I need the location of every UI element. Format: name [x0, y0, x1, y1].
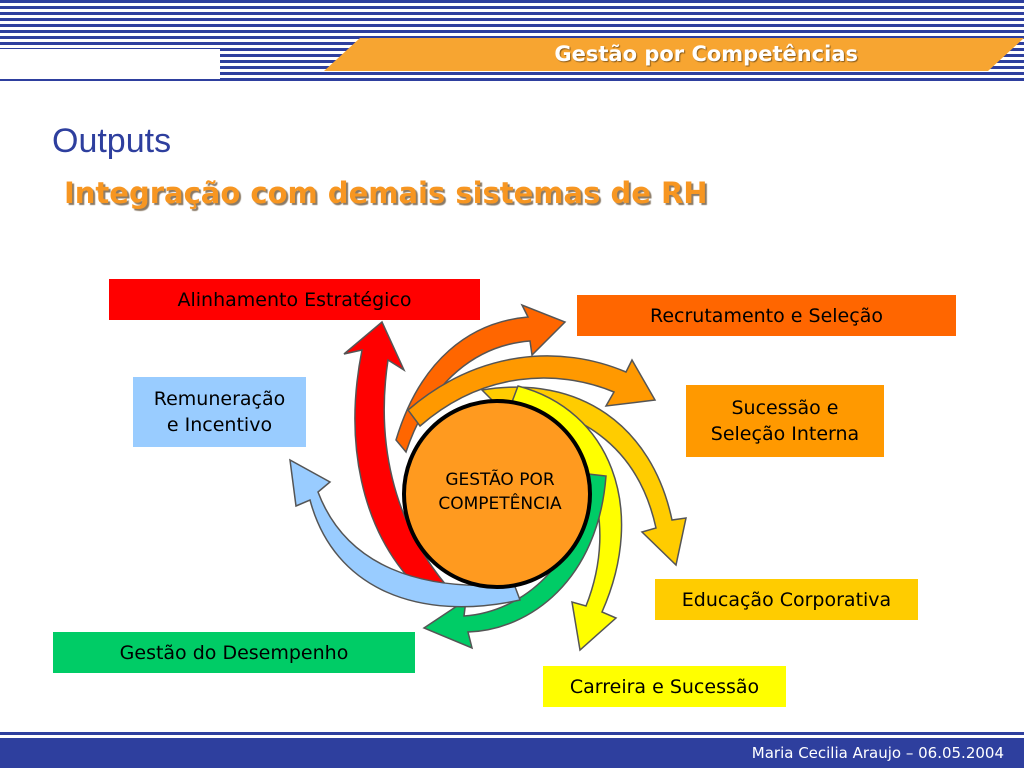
box-desempenho-label: Gestão do Desempenho — [119, 641, 349, 664]
center-label: GESTÃO POR COMPETÊNCIA — [400, 468, 600, 516]
box-educacao-corporativa: Educação Corporativa — [655, 579, 918, 620]
header-title: Gestão por Competências — [554, 42, 858, 66]
arrow-sucessao-interna — [406, 355, 657, 428]
box-carreira-sucessao: Carreira e Sucessão — [543, 666, 786, 707]
box-alinhamento-label: Alinhamento Estratégico — [177, 288, 412, 311]
box-remuneracao-line1: Remuneração — [153, 388, 286, 410]
box-educacao-label: Educação Corporativa — [681, 588, 892, 611]
slide-subtitle: Integração com demais sistemas de RH — [64, 176, 708, 210]
center-circle — [402, 399, 592, 589]
header-white-tab — [0, 49, 220, 79]
box-recrutamento-selecao: Recrutamento e Seleção — [577, 295, 956, 336]
header-title-bar — [324, 38, 1024, 71]
box-recrutamento-label: Recrutamento e Seleção — [650, 304, 883, 327]
arrow-remuneracao — [289, 458, 522, 608]
footer-author-date: Maria Cecilia Araujo – 06.05.2004 — [751, 744, 1004, 762]
box-gestao-desempenho: Gestão do Desempenho — [53, 632, 415, 673]
footer-bar — [0, 738, 1024, 768]
box-sucessao-selecao-interna: Sucessão e Seleção Interna — [686, 385, 884, 457]
box-sucessao-line2: Seleção Interna — [710, 423, 860, 445]
center-label-line1: GESTÃO POR — [445, 470, 555, 490]
center-label-line2: COMPETÊNCIA — [438, 494, 562, 514]
slide-title: Outputs — [52, 122, 172, 160]
box-sucessao-line1: Sucessão e — [731, 397, 839, 419]
box-alinhamento-estrategico: Alinhamento Estratégico — [109, 279, 480, 320]
box-remuneracao-line2: e Incentivo — [166, 414, 273, 436]
box-carreira-label: Carreira e Sucessão — [569, 675, 760, 698]
box-remuneracao-incentivo: Remuneração e Incentivo — [133, 377, 306, 447]
